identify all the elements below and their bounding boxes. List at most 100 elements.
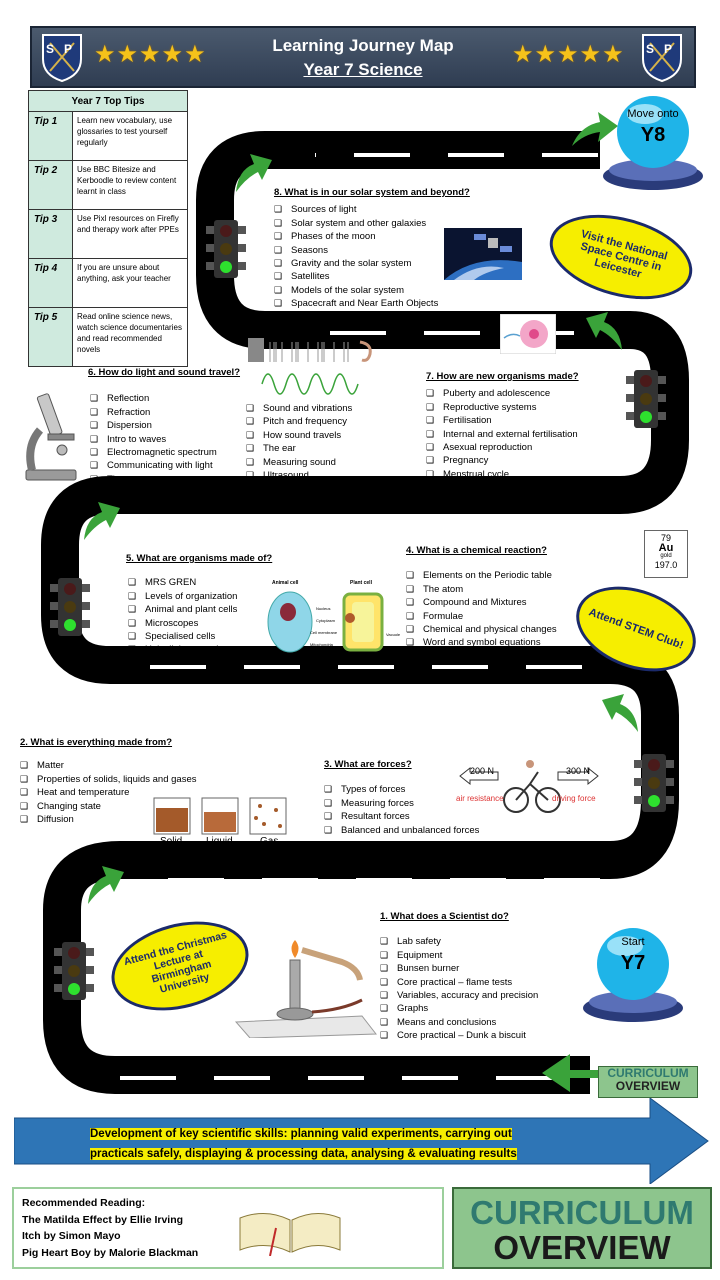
cell-diagram-image [267,591,384,653]
list-item: Measuring forces [324,797,479,810]
list-item: Types of forces [324,783,479,796]
list-item: Graphs [380,1002,538,1015]
topic-title: 7. How are new organisms made? [426,371,579,382]
topic-4: 4. What is a chemical reaction? Elements… [406,544,557,663]
list-item: The atom [406,583,557,596]
list-item: Chemical and physical changes [406,623,557,636]
crest-letter: S [646,42,655,56]
list-item: Communicating with light [90,459,240,472]
list-item: Gravity and the solar system [274,257,470,270]
crest-letter: S [46,42,55,56]
periodic-tile-gold: 79 Au gold 197.0 [644,530,688,578]
list-item: Animal and plant cells [128,603,272,616]
tip-text: Learn new vocabulary, use glossaries to … [72,111,188,161]
atomic-number: 79 [660,533,671,543]
cell-label: Cell membrane [310,630,338,635]
traffic-light-icon [634,754,674,812]
topic-8: 8. What is in our solar system and beyon… [274,186,470,311]
cell-label: Mitochondria [310,642,333,647]
list-item: Diffusion [20,813,196,826]
bunsen-burner-image [234,940,377,1038]
list-item: Asexual reproduction [426,441,579,454]
road-arrow-icon [88,866,124,904]
stars-icon: ★★★★★ [512,40,625,68]
cloud-text: Visit the National Space Centre in Leice… [579,228,669,281]
list-item: Bunsen burner [380,962,538,975]
list-item: Spacecraft and Near Earth Objects [274,297,470,310]
list-item: Properties of solids, liquids and gases [20,773,196,786]
list-item: Dispersion [90,419,240,432]
curriculum-logo-line2: OVERVIEW [615,1079,681,1093]
list-item: Sources of light [274,203,470,216]
curriculum-banner-line1: CURRICULUM [470,1194,694,1231]
force-label-right: driving force [552,794,596,803]
list-item: Matter [20,759,196,772]
topic-title: 3. What are forces? [324,759,412,770]
topic-title: 6. How do light and sound travel? [88,367,241,378]
list-item: Solar system and other galaxies [274,217,470,230]
topic-1: 1. What does a Scientist do? Lab safety … [380,910,538,1043]
cell-label: Animal cell [272,580,299,586]
tip-label: Tip 1 [28,111,73,161]
list-item: Specialised cells [128,630,272,643]
curriculum-overview-link[interactable]: CURRICULUM OVERVIEW [598,1066,698,1098]
list-item: Satellites [274,270,470,283]
list-item: Lab safety [380,935,538,948]
book-title: Pig Heart Boy by Malorie Blackman [22,1246,199,1259]
milestone-label: Move onto [627,108,679,120]
list-item: Plant reproduction [426,481,579,494]
sphere-icon [583,928,683,1022]
state-label: Gas [260,836,279,847]
road-arrow-icon [84,502,120,540]
list-item: Intro to waves [90,433,240,446]
cell-label: Plant cell [350,580,372,586]
school-crest-icon [642,34,682,83]
stars-icon: ★★★★★ [94,40,207,68]
microscope-icon [25,393,77,481]
list-item: Ultrasound [246,469,352,482]
tip-label: Tip 3 [28,209,73,259]
traffic-light-icon [206,220,246,278]
list-item: Elements on the Periodic table [406,569,557,582]
tip-text: Use Pixl resources on Firefly and therap… [72,209,188,259]
book-title: The Matilda Effect by Ellie Irving [22,1213,184,1226]
cell-label: Vacuole [386,632,401,637]
open-book-icon [239,1213,341,1256]
milestone-y8: Move onto Y8 [600,92,706,192]
road-arrow-icon [602,694,638,732]
cell-label: Cytoplasm [316,618,335,623]
milestone-label: Start [621,936,645,948]
list-item: Equipment [380,949,538,962]
element-symbol: Au [658,542,674,554]
topic-6-sound-list: Sound and vibrations Pitch and frequency… [246,402,352,482]
cloud-text: Attend the Christmas Lecture at Birmingh… [122,929,229,996]
development-text: Development of key scientific skills: pl… [90,1124,610,1164]
list-item: The eye [90,473,240,486]
traffic-light-icon [626,370,666,428]
curriculum-overview-banner[interactable]: CURRICULUM OVERVIEW [452,1187,712,1269]
force-label-left: air resistance [456,794,504,803]
list-item: MRS GREN [128,576,272,589]
force-value-left: 200 N [470,766,495,776]
list-item: Seasons [274,244,470,257]
milestone-y7: Start Y7 [580,924,686,1024]
tip-label: Tip 2 [28,160,73,210]
state-label: Solid [160,836,183,847]
curriculum-banner-line2: OVERVIEW [493,1229,671,1266]
topic-title: 8. What is in our solar system and beyon… [274,187,470,198]
topic-6: 6. How do light and sound travel? Reflec… [88,366,240,486]
cell-label: Chloroplasts [356,654,379,659]
list-item: Changing state [20,800,196,813]
cloud-text: Attend STEM Club! [587,606,685,652]
list-item: Sound and vibrations [246,402,352,415]
road-arrow-icon [236,154,272,192]
list-item: Unicellular organisms [128,643,272,656]
crest-letter: P [664,42,673,56]
sound-wave-image [248,338,372,395]
page-title: Learning Journey Map [272,36,454,55]
element-name: gold [660,553,672,559]
topic-7: 7. How are new organisms made? Puberty a… [426,370,579,495]
list-item: Electromagnetic spectrum [90,446,240,459]
